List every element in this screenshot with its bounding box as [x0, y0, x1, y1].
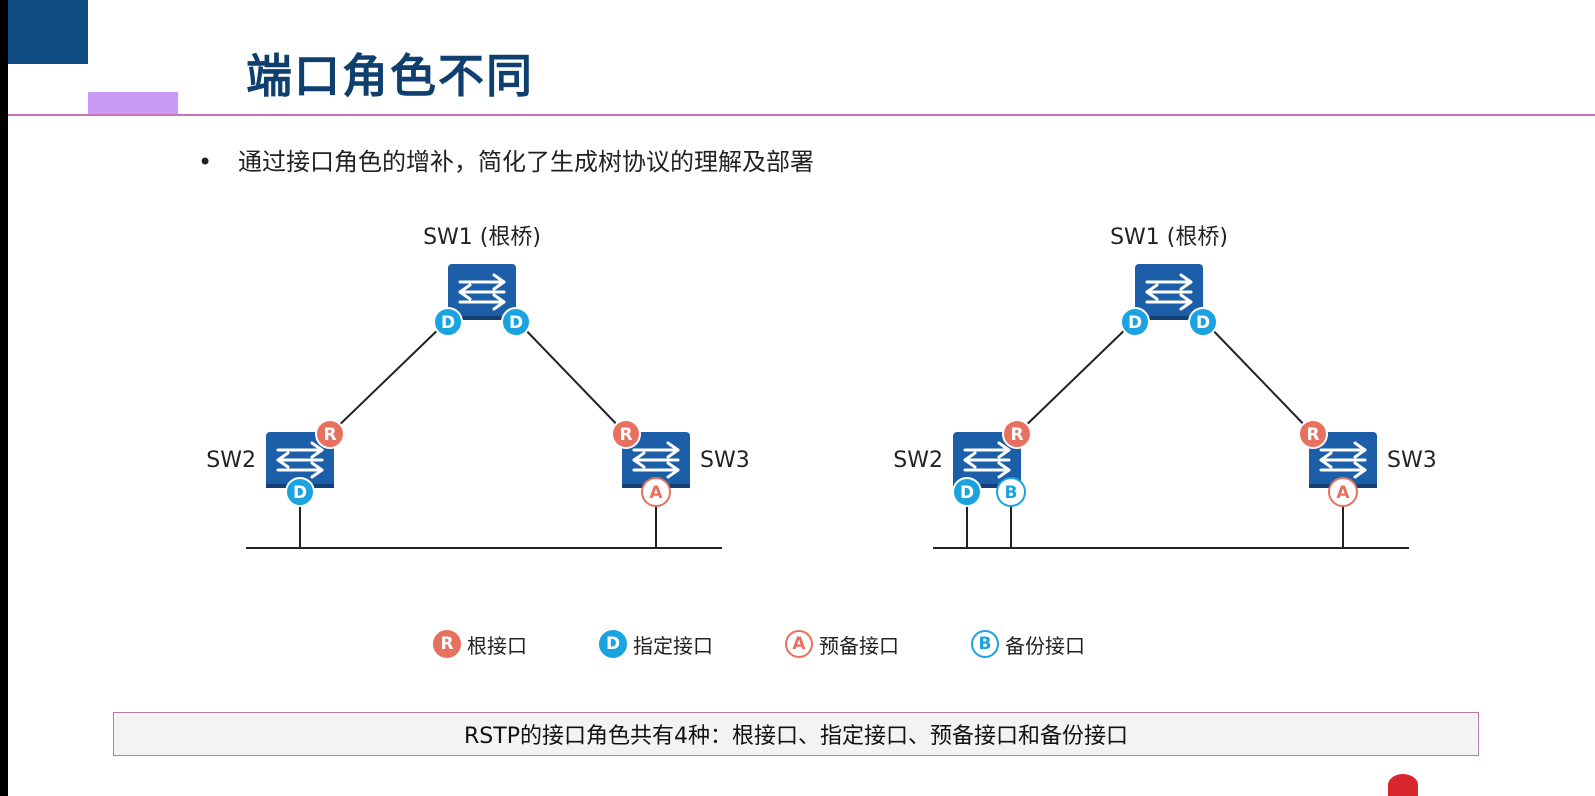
- alternate-port-icon: A: [785, 630, 813, 658]
- diagram2-sw2-upstream-port: [1002, 419, 1032, 449]
- designated-port-icon: D: [599, 630, 627, 658]
- bullet-marker: •: [198, 148, 213, 176]
- title-accent-bar: [88, 92, 178, 114]
- legend-alternate-label: 预备接口: [819, 633, 899, 658]
- diagram2-sw2-downstream-port-2-letter: B: [1005, 483, 1018, 503]
- diagram2-sw1-right-port: [1188, 307, 1218, 337]
- diagram1-sw1-label: SW1 (根桥): [423, 225, 541, 250]
- title-divider: [8, 114, 1595, 116]
- diagram1-sw2-switch-icon: [266, 432, 334, 488]
- diagram2-sw2-upstream-port-letter: R: [1010, 425, 1023, 445]
- diagram2-sw3-downstream-port-letter: A: [1336, 483, 1350, 503]
- diagram2-sw2-downstream-port-1: [952, 477, 982, 507]
- legend-designated: D 指定接口: [599, 630, 713, 659]
- corner-decoration: [8, 0, 88, 64]
- diagram2-sw1-right-port-letter: D: [1196, 313, 1210, 333]
- diagram2-sw1-label: SW1 (根桥): [1110, 225, 1228, 250]
- diagram1-sw3-upstream-port: [611, 419, 641, 449]
- diagram2-sw1-switch-icon: [1135, 264, 1203, 320]
- footer-strip: [28, 780, 468, 796]
- diagram2-sw2-switch-icon: [953, 432, 1021, 488]
- diagram2-sw2-downstream-port-1-letter: D: [960, 483, 974, 503]
- diagram2-sw2-downstream-port-2: [996, 477, 1026, 507]
- diagram2-sw2-label: SW2: [893, 448, 943, 473]
- diagram1-sw3-downstream-port: [641, 477, 671, 507]
- diagram1-sw3-label: SW3: [700, 448, 750, 473]
- bullet-text: 通过接口角色的增补，简化了生成树协议的理解及部署: [238, 148, 814, 176]
- diagram1-sw2-downstream-port-1: [285, 477, 315, 507]
- diagram2-sw1-left-port-letter: D: [1128, 313, 1142, 333]
- diagram2-sw1-left-port: [1120, 307, 1150, 337]
- legend-root-label: 根接口: [467, 633, 527, 658]
- diagram1-sw1-left-port-letter: D: [441, 313, 455, 333]
- legend-backup: B 备份接口: [971, 630, 1085, 659]
- legend-alternate: A 预备接口: [785, 630, 899, 659]
- slide: 端口角色不同 • 通过接口角色的增补，简化了生成树协议的理解及部署 SW1 (根桥…: [8, 0, 1595, 796]
- diagram2-link-sw1-sw3: [1204, 321, 1314, 435]
- summary-text: RSTP的接口角色共有4种：根接口、指定接口、预备接口和备份接口: [464, 724, 1128, 749]
- diagram1-sw2-upstream-port: [315, 419, 345, 449]
- port-role-legend: R 根接口 D 指定接口 A 预备接口 B 备份接口: [433, 628, 1085, 660]
- diagram2-sw3-upstream-port: [1298, 419, 1328, 449]
- legend-root: R 根接口: [433, 630, 527, 659]
- bullet-point: • 通过接口角色的增补，简化了生成树协议的理解及部署: [198, 142, 814, 177]
- page-title: 端口角色不同: [246, 49, 534, 103]
- root-port-icon: R: [433, 630, 461, 658]
- backup-port-icon: B: [971, 630, 999, 658]
- diagram1-link-sw1-sw3: [517, 321, 627, 435]
- brand-logo-icon: [1388, 774, 1418, 796]
- diagram1-sw1-switch-icon: [448, 264, 516, 320]
- diagram1-sw1-right-port-letter: D: [509, 313, 523, 333]
- diagram1-sw3-upstream-port-letter: R: [619, 425, 632, 445]
- diagram2-sw3-upstream-port-letter: R: [1306, 425, 1319, 445]
- diagram2-sw3-downstream-port: [1328, 477, 1358, 507]
- diagram2-link-sw1-sw2: [1016, 321, 1134, 435]
- diagram1-sw1-right-port: [501, 307, 531, 337]
- diagram1-sw1-left-port: [433, 307, 463, 337]
- legend-designated-label: 指定接口: [633, 633, 713, 658]
- legend-backup-label: 备份接口: [1005, 633, 1085, 658]
- diagram1-sw2-downstream-port-1-letter: D: [293, 483, 307, 503]
- diagram2-sw3-label: SW3: [1387, 448, 1437, 473]
- diagram1-sw3-downstream-port-letter: A: [649, 483, 663, 503]
- diagram1-sw2-label: SW2: [206, 448, 256, 473]
- diagram1-link-sw1-sw2: [329, 321, 447, 435]
- diagram1-sw2-upstream-port-letter: R: [323, 425, 336, 445]
- summary-box: RSTP的接口角色共有4种：根接口、指定接口、预备接口和备份接口: [113, 712, 1479, 756]
